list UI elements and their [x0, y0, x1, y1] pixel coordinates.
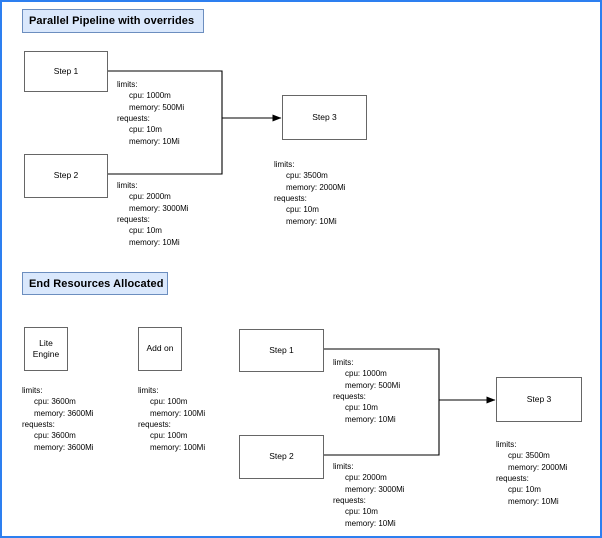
bottom-step1-node[interactable]: Step 1 [239, 329, 324, 372]
requests-cpu: cpu: 3600m [34, 431, 76, 441]
bottom-step2-node[interactable]: Step 2 [239, 435, 324, 479]
limits-memory: memory: 500Mi [345, 380, 401, 390]
requests-key: requests: [274, 194, 307, 204]
limits-memory: memory: 3600Mi [34, 408, 94, 418]
requests-memory: memory: 100Mi [150, 442, 206, 452]
top-step1-node[interactable]: Step 1 [24, 51, 108, 92]
limits-cpu: cpu: 2000m [345, 473, 387, 483]
bottom-add-on-label: Add on [146, 343, 174, 354]
section-title-parallel-pipeline-label: Parallel Pipeline with overrides [29, 15, 195, 27]
bottom-step3-node[interactable]: Step 3 [496, 377, 582, 422]
requests-memory: memory: 10Mi [508, 496, 559, 506]
limits-key: limits: [333, 462, 354, 471]
bottom-lite-engine-label-line1: Lite [39, 337, 53, 348]
limits-cpu: cpu: 100m [150, 397, 188, 407]
requests-cpu: cpu: 10m [345, 403, 378, 413]
requests-key: requests: [333, 392, 366, 402]
limits-cpu: cpu: 2000m [129, 192, 171, 202]
limits-key: limits: [496, 440, 517, 449]
bottom-step1-resources: limits: cpu: 1000m memory: 500Mi request… [333, 357, 400, 425]
limits-cpu: cpu: 1000m [345, 369, 387, 379]
limits-cpu: cpu: 1000m [129, 91, 171, 101]
requests-cpu: cpu: 10m [345, 507, 378, 517]
requests-key: requests: [117, 215, 150, 225]
requests-cpu: cpu: 10m [508, 485, 541, 495]
top-step1-label: Step 1 [53, 65, 79, 76]
top-step2-label: Step 2 [53, 170, 79, 181]
top-step3-resources: limits: cpu: 3500m memory: 2000Mi reques… [274, 159, 346, 227]
bottom-step1-label: Step 1 [269, 344, 294, 355]
bottom-lite-engine-label-line2: Engine [32, 349, 60, 359]
requests-memory: memory: 3600Mi [34, 442, 94, 452]
section-title-parallel-pipeline: Parallel Pipeline with overrides [22, 9, 204, 33]
requests-memory: memory: 10Mi [129, 136, 180, 146]
limits-memory: memory: 500Mi [129, 102, 185, 112]
requests-key: requests: [117, 114, 150, 124]
requests-key: requests: [496, 474, 529, 484]
limits-key: limits: [274, 160, 295, 169]
bottom-add-on-node[interactable]: Add on [138, 327, 182, 371]
limits-cpu: cpu: 3500m [508, 451, 550, 461]
bottom-add-on-resources: limits: cpu: 100m memory: 100Mi requests… [138, 385, 205, 453]
limits-memory: memory: 2000Mi [286, 182, 346, 192]
limits-memory: memory: 3000Mi [345, 484, 405, 494]
limits-key: limits: [117, 80, 138, 89]
requests-cpu: cpu: 10m [286, 205, 319, 215]
limits-key: limits: [333, 358, 354, 367]
bottom-step2-resources: limits: cpu: 2000m memory: 3000Mi reques… [333, 461, 405, 529]
bottom-step2-label: Step 2 [269, 451, 294, 462]
section-title-end-resources: End Resources Allocated [22, 272, 168, 295]
requests-memory: memory: 10Mi [345, 414, 396, 424]
requests-memory: memory: 10Mi [345, 518, 396, 528]
section-title-end-resources-label: End Resources Allocated [29, 277, 164, 290]
top-step1-resources: limits: cpu: 1000m memory: 500Mi request… [117, 79, 184, 147]
limits-key: limits: [117, 181, 138, 190]
requests-memory: memory: 10Mi [129, 237, 180, 247]
limits-key: limits: [138, 386, 159, 395]
limits-key: limits: [22, 386, 43, 395]
bottom-lite-engine-resources: limits: cpu: 3600m memory: 3600Mi reques… [22, 385, 94, 453]
top-step2-resources: limits: cpu: 2000m memory: 3000Mi reques… [117, 180, 189, 248]
requests-key: requests: [138, 420, 171, 430]
requests-memory: memory: 10Mi [286, 216, 337, 226]
limits-cpu: cpu: 3500m [286, 171, 328, 181]
limits-memory: memory: 3000Mi [129, 203, 189, 213]
top-step3-label: Step 3 [312, 111, 337, 122]
bottom-lite-engine-node[interactable]: Lite Engine [24, 327, 68, 371]
requests-cpu: cpu: 10m [129, 226, 162, 236]
top-step2-node[interactable]: Step 2 [24, 154, 108, 198]
limits-memory: memory: 100Mi [150, 408, 206, 418]
limits-memory: memory: 2000Mi [508, 462, 568, 472]
bottom-step3-label: Step 3 [526, 393, 552, 404]
requests-cpu: cpu: 10m [129, 125, 162, 135]
requests-key: requests: [333, 496, 366, 506]
top-step3-node[interactable]: Step 3 [282, 95, 367, 140]
requests-cpu: cpu: 100m [150, 431, 188, 441]
limits-cpu: cpu: 3600m [34, 397, 76, 407]
requests-key: requests: [22, 420, 55, 430]
bottom-step3-resources: limits: cpu: 3500m memory: 2000Mi reques… [496, 439, 568, 507]
